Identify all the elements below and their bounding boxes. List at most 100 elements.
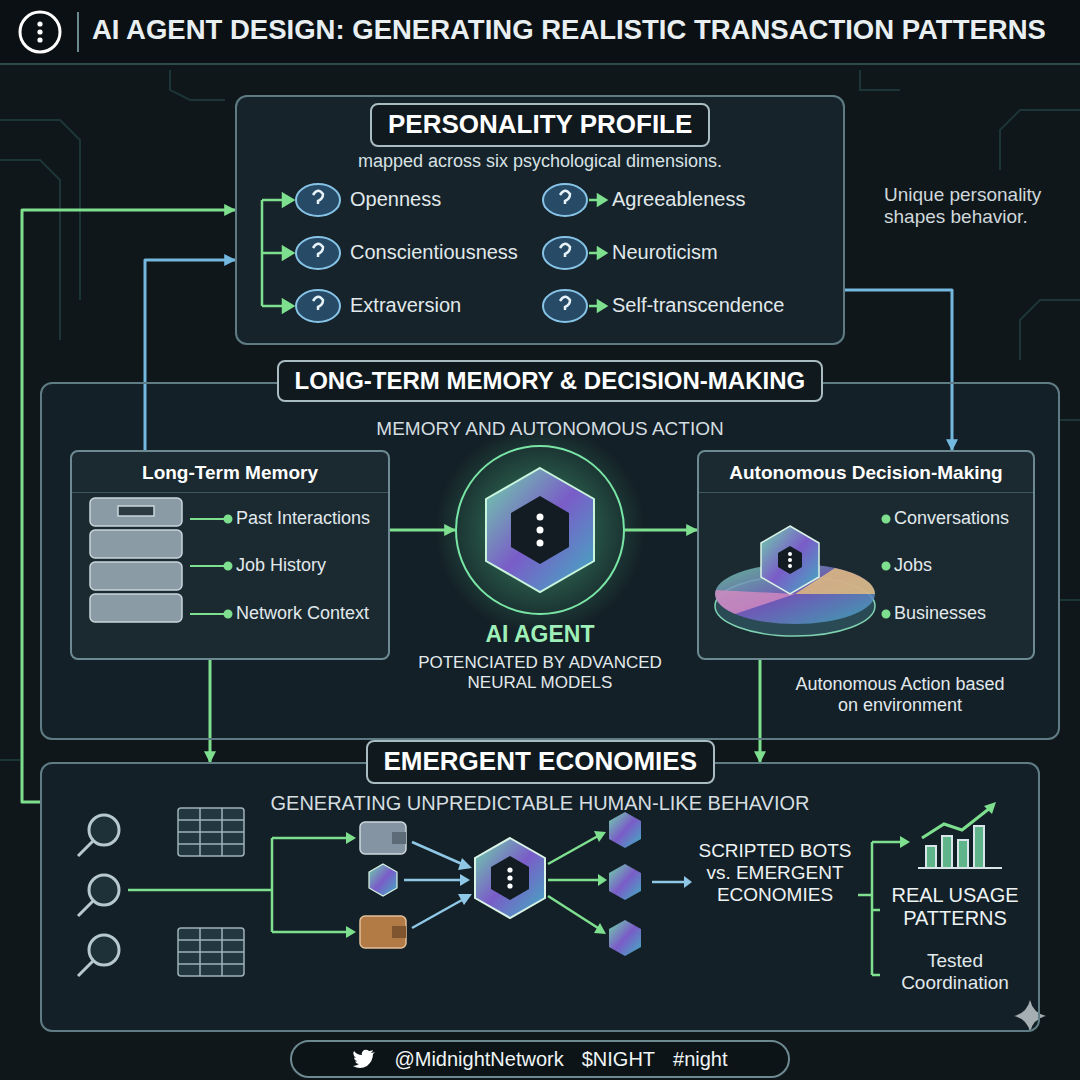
wallets (360, 822, 406, 948)
agent-title: AI AGENT (395, 621, 685, 647)
list-bullets (190, 565, 226, 567)
list-bullets (190, 613, 226, 615)
trait-brackets (283, 194, 293, 206)
subtitle-row: mapped across six psychological dimensio… (237, 151, 843, 172)
circuit-lines (1000, 110, 1080, 170)
wallets (360, 916, 406, 948)
brand-icon (37, 21, 42, 26)
brain-icons (313, 297, 323, 310)
decision-disk (788, 564, 792, 568)
growth-chart (974, 826, 984, 868)
title-rule (0, 63, 1080, 65)
to-center-arrows (404, 842, 462, 928)
data-tables (178, 808, 244, 976)
panel-fills (40, 95, 1060, 1032)
to-center-heads (460, 874, 470, 886)
text-label: Past Interactions (236, 508, 370, 529)
sparkle-watermark (1014, 1000, 1046, 1032)
magnifier-icons (78, 961, 93, 976)
brand-icon (37, 29, 42, 34)
brand-icon (37, 37, 42, 42)
text-label: Autonomous Action based on environment (790, 674, 1010, 715)
circuit-lines (0, 759, 20, 761)
server-stack (90, 498, 182, 526)
flow-arrows (128, 889, 272, 892)
out-arrows (652, 881, 684, 884)
text-label: Extraversion (350, 294, 461, 317)
to-center-arrows (404, 879, 462, 882)
economy-hexagons (491, 856, 529, 900)
to-center-arrows (412, 842, 462, 864)
agent-hexagon (486, 468, 594, 592)
footer-text: #night (673, 1048, 728, 1071)
result-bracket (871, 842, 874, 975)
trait-brackets (283, 247, 293, 259)
flow-heads (346, 832, 356, 844)
diagram-title: AI AGENT DESIGN: GENERATING REALISTIC TR… (92, 14, 1046, 46)
out-heads (594, 831, 692, 934)
agent-hexagon (537, 527, 544, 534)
trait-brackets (589, 252, 598, 255)
agent-hexagon (537, 514, 544, 521)
footer-text: $NIGHT (582, 1048, 655, 1071)
list-bullets (225, 563, 232, 570)
text-label: Neuroticism (612, 241, 718, 264)
brain-icons (296, 184, 340, 216)
wallets (369, 864, 397, 896)
box-header: Autonomous Decision-Making (699, 452, 1033, 493)
panel-fills (70, 450, 390, 660)
magnifier-icons (78, 841, 93, 856)
list-bullets (883, 516, 890, 523)
decision-box: Autonomous Decision-Making (697, 450, 1035, 660)
agent-hexagon (435, 425, 645, 635)
brain-icons (296, 184, 587, 322)
growth-chart (958, 840, 968, 868)
flow-connector (209, 660, 212, 762)
flow-connector (145, 260, 235, 450)
magnifier-icons (78, 815, 119, 976)
list-bullets (225, 516, 232, 523)
circuit-lines (0, 70, 1080, 760)
to-center-heads (458, 858, 472, 870)
wallets (392, 926, 406, 938)
circuit-lines (1060, 599, 1080, 601)
flow-connector (759, 660, 762, 762)
economy-hexagons (475, 838, 545, 918)
result-bracket (872, 909, 880, 912)
panel-heading: PERSONALITY PROFILE (388, 110, 692, 140)
list-bullets (883, 563, 890, 570)
brain-icons (313, 244, 323, 257)
server-stack (90, 498, 182, 622)
flow-heads (346, 832, 356, 938)
emergent-economies-panel: EMERGENT ECONOMIESGENERATING UNPREDICTAB… (40, 762, 1040, 1032)
trait-brackets (598, 248, 606, 258)
agent-hexagon (511, 496, 569, 564)
brain-icons (543, 237, 587, 269)
brain-icons (296, 290, 340, 322)
magnifier-icons (89, 935, 119, 965)
data-tables (178, 808, 244, 856)
text-label: Unique personality shapes behavior. (884, 184, 1060, 228)
brain-icons (560, 244, 570, 257)
economy-hexagons (609, 920, 641, 956)
brain-icons (296, 237, 340, 269)
data-tables (178, 928, 244, 976)
flow-arrows (128, 838, 346, 932)
server-stack (90, 594, 182, 622)
result-bracket (858, 842, 900, 975)
brain-icons (560, 297, 570, 310)
server-stack (90, 530, 182, 558)
flow-arrows (272, 931, 346, 934)
growth-chart (922, 808, 990, 838)
growth-chart (942, 836, 952, 868)
text-label: Agreeableness (612, 188, 745, 211)
circuit-lines (1060, 419, 1080, 421)
panel-subtitle: GENERATING UNPREDICTABLE HUMAN-LIKE BEHA… (271, 792, 810, 815)
list-bullets (225, 611, 232, 618)
growth-chart (926, 846, 936, 868)
decision-disk (778, 546, 802, 574)
data-tables (178, 928, 244, 976)
economy-hexagons (507, 875, 512, 880)
trait-brackets (262, 199, 283, 202)
